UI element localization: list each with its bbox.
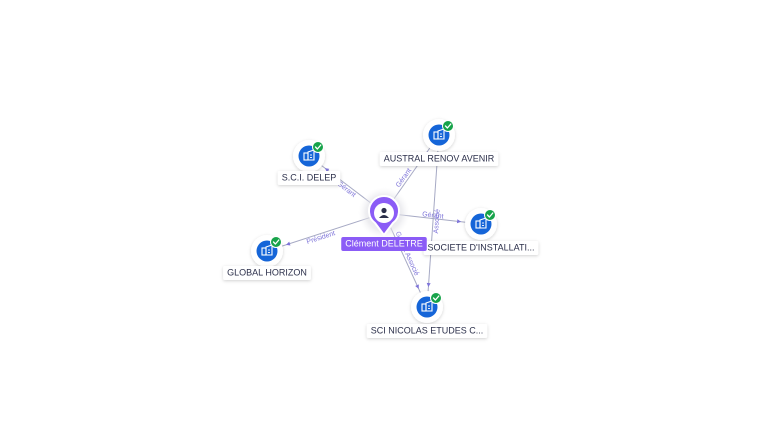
company-name: GLOBAL HORIZON [227,267,307,277]
company-name: AUSTRAL RENOV AVENIR [384,153,495,163]
edge-label: Gérant [422,211,444,220]
edge-arrowhead [426,282,431,288]
edge-label: Gérant [395,167,413,189]
company-node-sci-delep[interactable]: S.C.I. DELEP [277,140,341,185]
center-person-node[interactable]: Clément DELETRE [341,187,427,251]
center-name-label[interactable]: Clément DELETRE [341,237,427,251]
check-icon [270,236,282,248]
company-node-austral-renov-avenir[interactable]: AUSTRAL RENOV AVENIR [379,119,499,166]
edge-label: Associé [433,209,442,234]
check-icon [312,141,324,153]
person-name: Clément DELETRE [345,238,423,248]
company-name: SCI NICOLAS ETUDES C... [371,325,484,335]
person-icon [379,207,389,218]
company-label[interactable]: GLOBAL HORIZON [223,266,311,280]
check-icon [430,292,442,304]
edge-label: Président [306,230,336,246]
company-name: S.C.I. DELEP [282,172,337,182]
company-node-global-horizon[interactable]: GLOBAL HORIZON [223,235,311,280]
company-name: SOCIETE D'INSTALLATI... [428,242,535,252]
company-node-societe-installati[interactable]: SOCIETE D'INSTALLATI... [423,208,539,255]
edge-arrowhead [324,168,330,173]
company-label[interactable]: SOCIETE D'INSTALLATI... [423,241,539,255]
company-label[interactable]: SCI NICOLAS ETUDES C... [366,324,488,338]
company-node-sci-nicolas-etudes[interactable]: SCI NICOLAS ETUDES C... [366,291,488,338]
nodes-layer: S.C.I. DELEP AUSTRAL RENOV AVENIR SOCIETE … [223,119,539,338]
company-label[interactable]: S.C.I. DELEP [277,171,341,185]
edge-arrowhead [456,219,462,224]
edge-arrowhead [286,241,291,246]
check-icon [484,209,496,221]
check-icon [442,120,454,132]
company-label[interactable]: AUSTRAL RENOV AVENIR [379,152,499,166]
edge-arrowhead [415,284,419,289]
